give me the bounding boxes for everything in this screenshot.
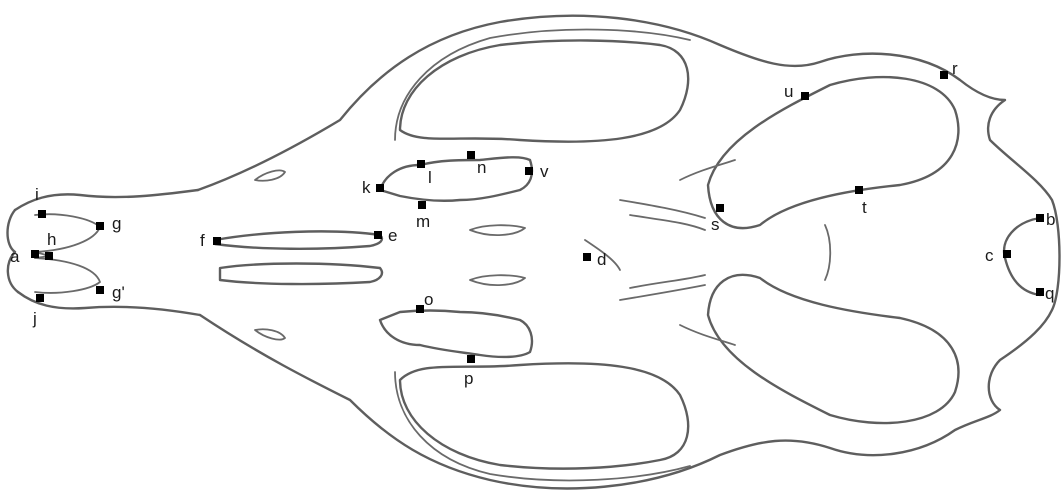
landmark-marker [940,71,948,79]
landmark-label: m [416,212,430,231]
landmark-label: c [985,246,994,265]
landmark-p: p [464,355,475,388]
landmark-marker [416,305,424,313]
landmark-marker [418,201,426,209]
landmark-label: a [10,247,20,266]
landmark-marker [525,167,533,175]
landmark-marker [1003,250,1011,258]
landmark-marker [96,286,104,294]
landmark-marker [583,253,591,261]
landmark-b: b [1036,210,1055,229]
braincase [620,77,1040,423]
landmark-marker [417,160,425,168]
landmark-f: f [200,231,221,250]
landmark-label: p [464,369,473,388]
landmark-marker [45,252,53,260]
landmark-j: j [32,294,44,328]
skull-outline [8,16,1060,489]
landmark-i: i [35,185,46,218]
landmark-label: e [388,226,397,245]
landmark-label: d [597,250,606,269]
landmark-v: v [525,162,549,181]
landmark-label: g' [112,283,125,302]
landmark-label: h [47,230,56,249]
landmark-marker [716,204,724,212]
landmark-label: o [424,290,433,309]
landmark-t: t [855,186,867,217]
landmark-label: i [35,185,39,204]
landmark-label: g [112,214,121,233]
landmark-marker [467,151,475,159]
landmark-marker [467,355,475,363]
landmark-label: j [32,309,37,328]
landmark-marker [376,184,384,192]
landmark-q: q [1036,284,1054,303]
zygomatic-arches [395,30,690,481]
landmark-g: g [96,214,121,233]
molar-rows [380,157,532,357]
landmark-label: b [1046,210,1055,229]
landmark-u: u [784,82,809,101]
landmark-h: h [45,230,56,260]
landmark-marker [1036,288,1044,296]
landmark-label: f [200,231,205,250]
landmark-marker [855,186,863,194]
palate [215,170,620,339]
landmark-marker [38,210,46,218]
landmark-label: l [428,168,432,187]
landmark-label: n [477,158,486,177]
landmark-e: e [374,226,397,245]
landmark-marker [36,294,44,302]
landmark-label: v [540,162,549,181]
landmark-label: q [1045,284,1054,303]
landmark-marker [96,222,104,230]
landmark-label: k [362,178,371,197]
landmark-m: m [416,201,430,231]
landmark-d: d [583,250,606,269]
landmark-label: s [711,215,720,234]
landmark-a: a [10,247,39,266]
landmark-label: r [952,59,958,78]
landmark-marker [801,92,809,100]
landmark-marker [1036,214,1044,222]
landmark-marker [31,250,39,258]
landmark-marker [213,237,221,245]
landmark-g-prime: g' [96,283,125,302]
landmark-marker [374,231,382,239]
landmark-k: k [362,178,384,197]
landmark-label: t [862,198,867,217]
landmark-label: u [784,82,793,101]
landmark-n: n [467,151,486,177]
